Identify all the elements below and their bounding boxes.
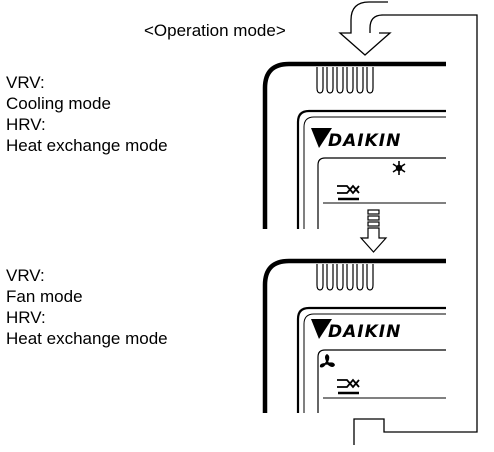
daikin-brand: DAIKIN <box>328 131 401 151</box>
daikin-brand: DAIKIN <box>328 322 401 342</box>
daikin-logo: DAIKIN <box>311 319 401 342</box>
remote-controller-1: DAIKIN <box>262 61 446 229</box>
fan-mode-icon <box>319 354 335 368</box>
state-2-vrv-label: VRV: <box>6 266 45 285</box>
state-2-hrv-mode: Heat exchange mode <box>6 329 168 348</box>
state-1-vrv-mode: Cooling mode <box>6 94 111 113</box>
ventilation-slits <box>316 264 374 291</box>
transition-arrow-icon <box>359 209 388 253</box>
heat-exchange-icon <box>337 378 360 395</box>
cycle-return-arrow-icon <box>338 1 478 445</box>
operation-mode-title: <Operation mode> <box>144 21 286 40</box>
remote-controller-2: DAIKIN <box>262 258 446 413</box>
heat-exchange-icon <box>337 184 360 201</box>
state-2-hrv-label: HRV: <box>6 308 46 327</box>
state-1-hrv-label: HRV: <box>6 115 46 134</box>
ventilation-slits <box>316 67 374 94</box>
daikin-logo: DAIKIN <box>311 128 401 151</box>
cooling-snowflake-icon <box>392 161 406 175</box>
state-2-vrv-mode: Fan mode <box>6 287 83 306</box>
state-1-hrv-mode: Heat exchange mode <box>6 136 168 155</box>
state-1-vrv-label: VRV: <box>6 73 45 92</box>
